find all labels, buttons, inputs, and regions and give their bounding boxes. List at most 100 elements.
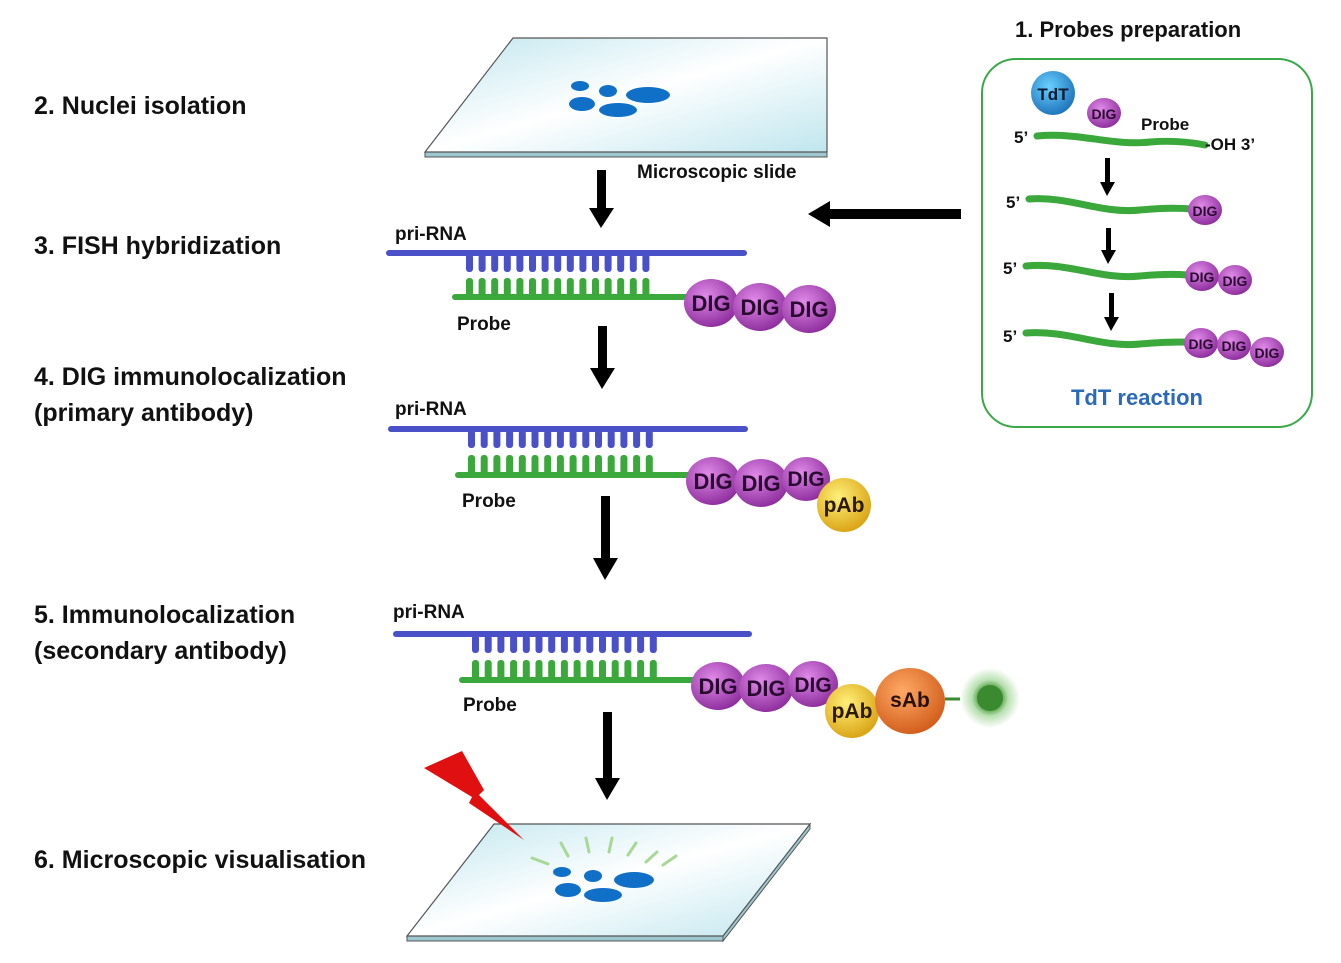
hybrid-step3: pri-RNA Probe DIG DIG DIG: [386, 224, 836, 335]
five-prime-label: 5’: [1006, 193, 1020, 212]
svg-text:sAb: sAb: [890, 689, 930, 712]
hybrid-step4: pri-RNA Probe DIG DIG DIG pAb: [388, 399, 871, 532]
base-pair-tooth: [556, 455, 564, 475]
probe-label-3: Probe: [457, 314, 511, 335]
base-pair-tooth: [506, 455, 514, 475]
five-prime-label: 5’: [1003, 259, 1017, 278]
base-pair-tooth: [633, 455, 641, 475]
five-prime-label: 5’: [1014, 128, 1028, 147]
base-pair-tooth: [579, 254, 587, 272]
panel-probe-4: [1022, 329, 1192, 349]
svg-text:DIG: DIG: [1092, 106, 1117, 122]
base-pair-tooth: [611, 660, 619, 680]
base-pair-tooth: [522, 660, 530, 680]
arrow-left-from-panel: [808, 201, 961, 227]
base-pair-tooth: [503, 254, 511, 272]
arrow-down-3: [593, 496, 618, 580]
base-pair-tooth: [554, 278, 562, 297]
svg-text:DIG: DIG: [1190, 269, 1215, 285]
step-6-label: 6. Microscopic visualisation: [34, 846, 367, 874]
base-pair-tooth: [472, 660, 479, 680]
step-5-label-line2: (secondary antibody): [34, 637, 287, 665]
probe-bases: [472, 660, 657, 680]
base-pair-tooth: [529, 254, 536, 272]
secondary-antibody: sAb: [875, 668, 945, 734]
base-pair-tooth: [607, 455, 615, 475]
primary-antibody: pAb: [825, 684, 879, 738]
base-pair-tooth: [535, 660, 543, 680]
svg-text:DIG: DIG: [1189, 336, 1214, 352]
base-pair-tooth: [522, 635, 530, 653]
svg-text:DIG: DIG: [789, 297, 828, 322]
base-pair-tooth: [617, 254, 625, 272]
base-pair-tooth: [637, 635, 645, 653]
dig-tag: DIG: [1185, 261, 1219, 291]
base-pair-tooth: [541, 254, 549, 272]
arrow-down-4: [595, 712, 620, 800]
svg-text:DIG: DIG: [691, 291, 730, 316]
dig-tag: DIG: [1218, 265, 1252, 295]
base-pair-tooth: [599, 635, 606, 653]
base-pair-tooth: [516, 254, 524, 272]
step-1-label: 1. Probes preparation: [1015, 17, 1241, 42]
dig-tag: DIG: [1188, 195, 1222, 225]
base-pair-tooth: [624, 660, 632, 680]
rna-bases: [466, 254, 650, 272]
base-pair-tooth: [516, 278, 524, 297]
base-pair-tooth: [478, 254, 486, 272]
base-pair-tooth: [592, 254, 599, 272]
dig-tag: DIG: [684, 279, 738, 327]
probe-label-5: Probe: [463, 695, 517, 716]
base-pair-tooth: [493, 430, 501, 448]
base-pair-tooth: [595, 430, 602, 448]
panel-arrow-2: [1101, 228, 1116, 264]
svg-text:DIG: DIG: [787, 468, 824, 491]
base-pair-tooth: [620, 455, 628, 475]
base-pair-tooth: [491, 278, 499, 297]
hybrid-step5: pri-RNA Probe DIG DIG DIG pAb sAb: [393, 602, 1020, 738]
rna-bases: [472, 635, 657, 653]
base-pair-tooth: [544, 430, 552, 448]
step-2-label: 2. Nuclei isolation: [34, 92, 247, 120]
svg-text:DIG: DIG: [1223, 273, 1248, 289]
step-4-label-line2: (primary antibody): [34, 399, 254, 427]
base-pair-tooth: [478, 278, 486, 297]
nuclei-bottom: [553, 867, 654, 902]
lightning-bolt-icon: [424, 751, 524, 840]
base-pair-tooth: [541, 278, 549, 297]
base-pair-tooth: [649, 635, 657, 653]
dig-tag: DIG: [686, 457, 740, 505]
microscopic-slide-bottom: [405, 822, 812, 943]
svg-text:DIG: DIG: [740, 295, 779, 320]
svg-text:DIG: DIG: [741, 471, 780, 496]
base-pair-tooth: [466, 278, 473, 297]
panel-probe-2: [1025, 195, 1196, 215]
base-pair-tooth: [548, 660, 556, 680]
panel-arrow-3: [1104, 293, 1119, 331]
base-pair-tooth: [484, 635, 492, 653]
panel-probe-3: [1022, 261, 1192, 281]
base-pair-tooth: [518, 430, 526, 448]
base-pair-tooth: [510, 635, 518, 653]
base-pair-tooth: [607, 430, 615, 448]
base-pair-tooth: [620, 430, 628, 448]
base-pair-tooth: [544, 455, 552, 475]
base-pair-tooth: [586, 635, 594, 653]
five-prime-label: 5’: [1003, 327, 1017, 346]
step-5-label-line1: 5. Immunolocalization: [34, 601, 296, 629]
svg-text:pAb: pAb: [824, 494, 865, 517]
base-pair-tooth: [535, 635, 543, 653]
base-pair-tooth: [629, 278, 637, 297]
base-pair-tooth: [599, 660, 606, 680]
base-pair-tooth: [573, 635, 581, 653]
base-pair-tooth: [642, 254, 650, 272]
svg-text:DIG: DIG: [698, 674, 737, 699]
base-pair-tooth: [604, 278, 612, 297]
svg-text:DIG: DIG: [1255, 345, 1280, 361]
svg-text:DIG: DIG: [794, 674, 831, 697]
step-3-label: 3. FISH hybridization: [34, 232, 282, 260]
base-pair-tooth: [472, 635, 479, 653]
dig-tag: DIG: [788, 661, 838, 707]
dig-tag: DIG: [733, 283, 787, 331]
